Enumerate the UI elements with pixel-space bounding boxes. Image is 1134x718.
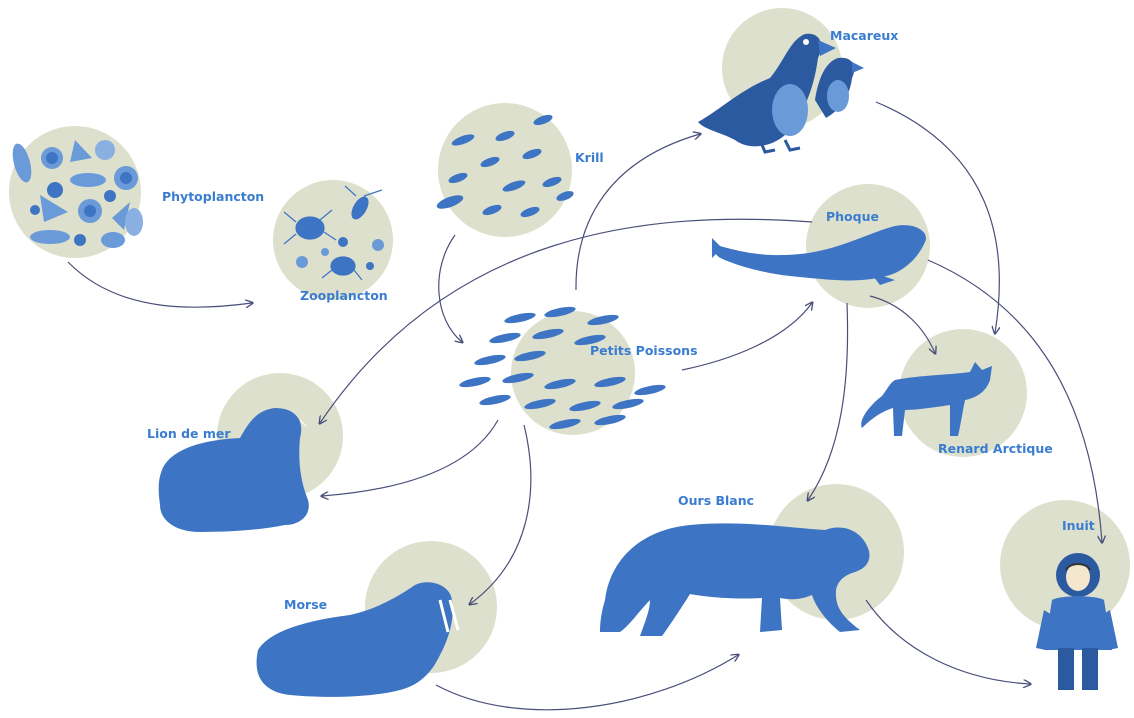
edge-petits-poissons-phoque <box>682 303 812 370</box>
edge-petits-poissons-lion-de-mer <box>322 420 498 496</box>
label-morse: Morse <box>284 599 327 612</box>
label-inuit: Inuit <box>1062 520 1095 533</box>
label-ours-blanc: Ours Blanc <box>678 495 754 508</box>
label-phoque: Phoque <box>826 211 879 224</box>
label-renard-arctique: Renard Arctique <box>938 443 1053 456</box>
edge-phytoplancton-zooplancton <box>68 262 252 307</box>
edge-phoque-ours-blanc <box>808 303 848 500</box>
label-krill: Krill <box>575 152 604 165</box>
node-circles <box>9 8 1130 673</box>
polar-bear-icon <box>600 523 869 636</box>
label-lion-de-mer: Lion de mer <box>147 428 231 441</box>
label-petits-poissons: Petits Poissons <box>590 345 698 358</box>
edge-morse-ours-blanc <box>436 655 738 710</box>
edge-ours-blanc-inuit <box>866 600 1030 684</box>
krill-circle <box>438 103 572 237</box>
label-macareux: Macareux <box>830 30 898 43</box>
label-zooplancton: Zooplancton <box>300 290 388 303</box>
label-phytoplancton: Phytoplancton <box>162 191 264 204</box>
